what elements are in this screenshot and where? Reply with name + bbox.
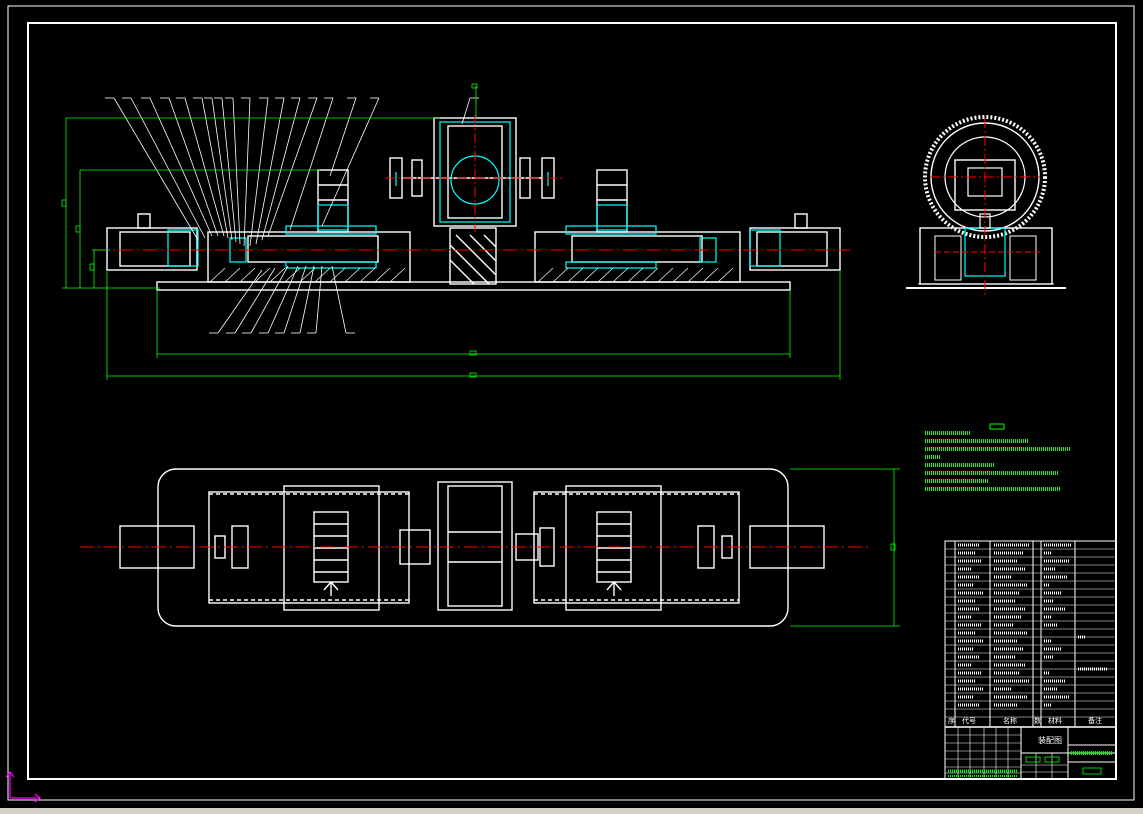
left-vertical-bracket <box>317 169 349 233</box>
left-motor <box>106 227 198 271</box>
right-gear-housing <box>534 231 741 283</box>
part-callout-leaders-top <box>105 97 479 247</box>
bom-header-qty: 数 <box>1034 716 1041 725</box>
bom-header-name: 名称 <box>1003 716 1017 725</box>
bom-header-material: 材料 <box>1048 716 1062 725</box>
bom-header-remarks: 备注 <box>1088 716 1102 725</box>
front-view-hatching <box>209 267 734 283</box>
plan-right-gearbox <box>565 485 662 611</box>
status-strip <box>0 808 1143 814</box>
bom-header-index: 序 <box>948 716 955 725</box>
center-pedestal <box>449 227 497 285</box>
ucs-axis-icon <box>5 771 41 803</box>
title-block <box>944 726 1117 780</box>
right-vertical-bracket <box>596 169 628 233</box>
bom-header-row: 序 代号 名称 数 材料 备注 <box>948 716 1102 725</box>
drawing-name-label: 装配图 <box>1038 735 1062 745</box>
front-view-dimensions <box>61 83 841 380</box>
plan-left-gearbox <box>283 485 380 611</box>
technical-requirements-notes <box>925 423 1070 491</box>
bom-header-code: 代号 <box>962 716 976 725</box>
drawing-frame <box>27 22 1117 780</box>
base-plate <box>156 281 791 291</box>
front-section-view <box>106 117 841 291</box>
side-view <box>906 115 1066 296</box>
part-callout-leaders-bottom <box>209 265 355 334</box>
plan-center-drum <box>437 481 513 611</box>
left-gear-housing <box>207 231 411 283</box>
plan-view-dimensions <box>790 468 900 627</box>
sheet-outer-border <box>7 5 1135 801</box>
